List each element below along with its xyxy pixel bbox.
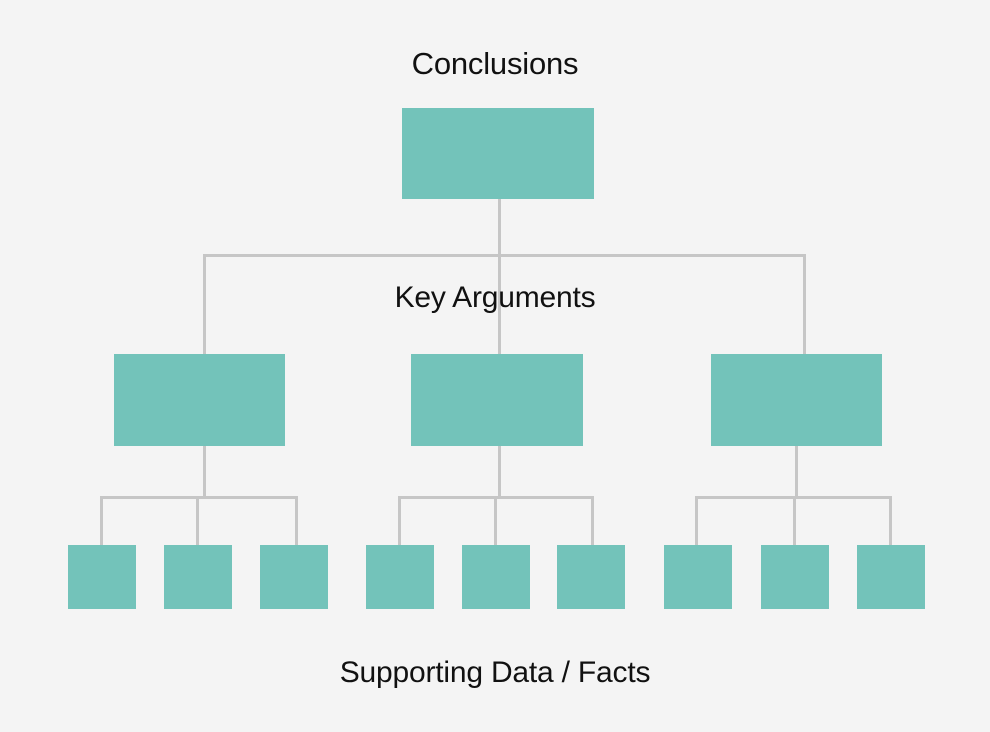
connector-root-stem	[498, 199, 501, 256]
connector-level3-drop-1	[100, 496, 103, 545]
connector-level3-drop-4	[398, 496, 401, 545]
connector-level2-drop-2	[498, 254, 501, 354]
connector-level2-drop-3	[803, 254, 806, 354]
node-key-argument-1[interactable]	[114, 354, 285, 446]
connector-level3-bus-1	[100, 496, 298, 499]
connector-level3-drop-2	[196, 496, 199, 545]
node-supporting-data-1[interactable]	[68, 545, 136, 609]
node-supporting-data-6[interactable]	[557, 545, 625, 609]
connector-level3-drop-9	[889, 496, 892, 545]
node-supporting-data-8[interactable]	[761, 545, 829, 609]
connector-level3-drop-6	[591, 496, 594, 545]
connector-level3-stem-2	[498, 446, 501, 498]
connector-level3-drop-7	[695, 496, 698, 545]
caption-conclusions: Conclusions	[411, 46, 579, 81]
caption-key-arguments: Key Arguments	[394, 281, 596, 314]
node-key-argument-3[interactable]	[711, 354, 882, 446]
node-supporting-data-2[interactable]	[164, 545, 232, 609]
node-supporting-data-3[interactable]	[260, 545, 328, 609]
node-supporting-data-7[interactable]	[664, 545, 732, 609]
connector-level2-bus	[203, 254, 806, 257]
node-key-argument-2[interactable]	[411, 354, 583, 446]
node-supporting-data-5[interactable]	[462, 545, 530, 609]
connector-level3-drop-5	[494, 496, 497, 545]
caption-supporting-data: Supporting Data / Facts	[339, 656, 651, 689]
connector-level2-drop-1	[203, 254, 206, 354]
connector-level3-stem-1	[203, 446, 206, 498]
node-supporting-data-4[interactable]	[366, 545, 434, 609]
node-conclusions[interactable]	[402, 108, 594, 199]
node-supporting-data-9[interactable]	[857, 545, 925, 609]
connector-level3-stem-3	[795, 446, 798, 498]
connector-level3-drop-3	[295, 496, 298, 545]
connector-level3-drop-8	[793, 496, 796, 545]
